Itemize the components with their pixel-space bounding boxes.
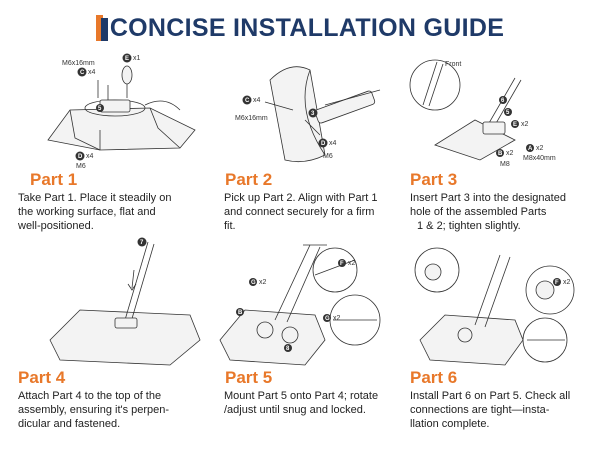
callout-g-right-qty: x2: [333, 315, 341, 322]
callout-e-qty: x1: [133, 55, 141, 62]
step-1-label: Part 1: [30, 170, 78, 189]
callout-part-badge: [96, 104, 104, 112]
callout-d-qty: x4: [329, 140, 337, 147]
step-3-diagram: Front 6 5 E x2 B x2 M8 A x2 M8x40mm: [409, 59, 556, 168]
step-4: 7 Part 4: [18, 230, 220, 387]
step-2-diagram: C x4 M6x16mm 3 D x4 M6: [235, 66, 381, 163]
step-1: E x1 M6x16mm C x4 5 D x4 M6 Part 1: [30, 50, 220, 190]
step-6-label: Part 6: [410, 368, 458, 387]
callout-a-qty: x2: [536, 145, 544, 152]
step-3-line-1: Insert Part 3 into the designated: [410, 192, 566, 204]
step-6-line-1: Install Part 6 on Part 5. Check all: [410, 390, 571, 402]
callout-d-badge: [75, 151, 85, 161]
callout-f-letter: F: [555, 280, 559, 286]
callout-d-letter: D: [321, 141, 326, 147]
step-6-diagram: F x2: [414, 247, 575, 366]
step-2-line-3: fit.: [224, 220, 236, 232]
step-6-line-3: llation complete.: [410, 418, 490, 430]
step-3-line-2: hole of the assembled Parts: [410, 206, 547, 218]
callout-g-top-letter: G: [251, 280, 256, 286]
callout-spec-top: M6x16mm: [62, 60, 95, 67]
callout-b-spec: M8: [500, 161, 510, 168]
callout-spec-bottom: M6: [76, 163, 86, 170]
step-1-line-1: Take Part 1. Place it steadily on: [18, 192, 172, 204]
step-3: Front 6 5 E x2 B x2 M8 A x2 M8x40mm Part…: [405, 50, 595, 190]
step-5-label: Part 5: [225, 368, 273, 387]
callout-a-letter: A: [528, 146, 533, 152]
callout-e-badge: [122, 53, 132, 63]
callout-part-number: 5: [98, 106, 102, 112]
callout-part-number: 8: [286, 346, 290, 352]
step-5-diagram: F x2 G x2 B G x2 8: [219, 244, 381, 366]
callout-b-letter: B: [238, 310, 243, 316]
step-3-label: Part 3: [410, 170, 458, 189]
step-2: C x4 M6x16mm 3 D x4 M6 Part 2: [215, 50, 405, 190]
step-2-line-2: and connect securely for a firm: [224, 206, 375, 218]
callout-a-spec: M8x40mm: [523, 155, 556, 162]
callout-c-badge: [77, 67, 87, 77]
callout-p6: 6: [501, 98, 505, 104]
callout-p5: 5: [506, 110, 510, 116]
step-4-line-3: dicular and fastened.: [18, 418, 121, 430]
step-6: F x2 Part 6: [405, 230, 595, 387]
callout-c-letter: C: [245, 98, 250, 104]
callout-f-qty: x2: [348, 260, 356, 267]
step-4-text: Attach Part 4 to the top of the assembly…: [18, 389, 203, 431]
step-1-text: Take Part 1. Place it steadily on the wo…: [18, 191, 203, 233]
callout-f-letter: F: [340, 261, 344, 267]
callout-e-letter: E: [125, 56, 129, 62]
step-3-line-3: 1 & 2; tighten slightly.: [417, 220, 521, 232]
callout-e-letter: E: [513, 122, 517, 128]
callout-g-top-qty: x2: [259, 279, 267, 286]
callout-d-letter: D: [78, 154, 83, 160]
guide-header: CONCISE INSTALLATION GUIDE: [0, 12, 600, 44]
callout-spec-left: M6x16mm: [235, 115, 268, 122]
title-accent-mark: [95, 15, 108, 41]
step-6-text: Install Part 6 on Part 5. Check all conn…: [410, 389, 595, 431]
step-4-line-1: Attach Part 4 to the top of the: [18, 390, 162, 402]
callout-c-qty: x4: [88, 69, 96, 76]
page-title: CONCISE INSTALLATION GUIDE: [109, 13, 505, 42]
callout-b-qty: x2: [506, 150, 514, 157]
callout-d-qty: x4: [86, 153, 94, 160]
callout-g-right-letter: G: [325, 316, 330, 322]
step-2-line-1: Pick up Part 2. Align with Part 1: [224, 192, 378, 204]
step-5-text: Mount Part 5 onto Part 4; rotate /adjust…: [224, 389, 409, 417]
step-6-line-2: connections are tight—insta-: [410, 404, 550, 416]
callout-f-qty: x2: [563, 279, 571, 286]
callout-part-number: 3: [311, 111, 315, 117]
callout-b-letter: B: [498, 151, 503, 157]
step-5-line-1: Mount Part 5 onto Part 4; rotate: [224, 390, 379, 402]
callout-part-number: 7: [140, 240, 144, 246]
inset-front-label: Front: [445, 61, 461, 68]
step-4-diagram: 7: [49, 237, 201, 366]
step-2-text: Pick up Part 2. Align with Part 1 and co…: [224, 191, 409, 233]
step-1-line-2: the working surface, flat and: [18, 206, 156, 218]
callout-e-qty: x2: [521, 121, 529, 128]
step-4-label: Part 4: [18, 368, 66, 387]
step-5: F x2 G x2 B G x2 8 Part 5: [215, 230, 405, 387]
step-1-line-3: well-positioned.: [18, 220, 94, 232]
step-2-label: Part 2: [225, 170, 273, 189]
callout-c-letter: C: [80, 70, 85, 76]
step-1-diagram: E x1 M6x16mm C x4 5 D x4 M6: [47, 53, 196, 170]
step-3-text: Insert Part 3 into the designated hole o…: [410, 191, 595, 233]
step-4-line-2: assembly, ensuring it's perpen-: [18, 404, 170, 416]
callout-c-qty: x4: [253, 97, 261, 104]
callout-spec-bottom: M6: [323, 153, 333, 160]
step-5-line-2: /adjust until snug and locked.: [224, 404, 366, 416]
